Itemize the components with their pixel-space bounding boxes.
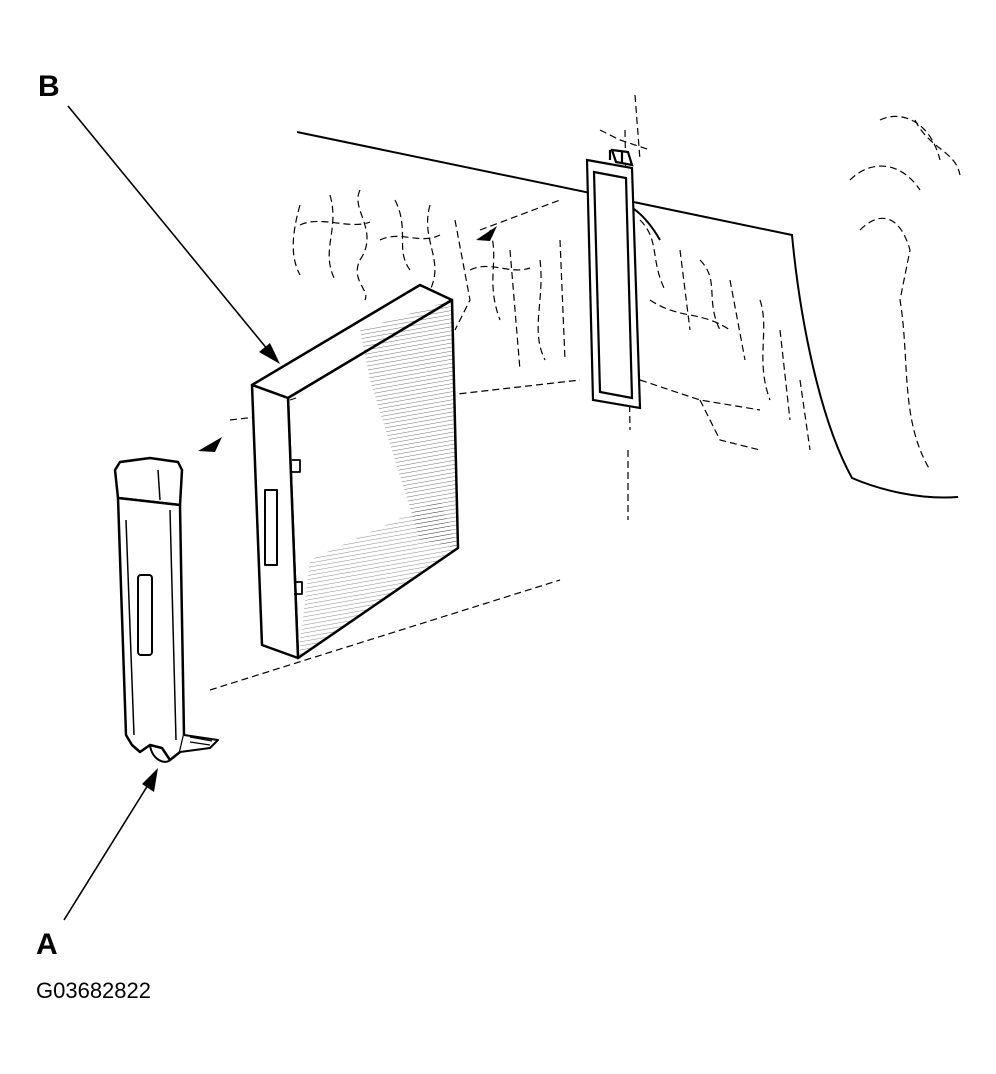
leader-line-a (63, 768, 158, 921)
leader-line-b (67, 105, 280, 364)
callout-label-b: B (38, 70, 60, 103)
figure-code: G03682822 (36, 978, 151, 1003)
filter-housing-slot (585, 148, 642, 410)
callout-label-a: A (36, 928, 58, 961)
filter-cartridge-b (250, 283, 460, 660)
filter-lid-a (113, 456, 219, 763)
insertion-arrow-upper (476, 226, 497, 241)
insertion-arrow-lower (198, 437, 222, 452)
